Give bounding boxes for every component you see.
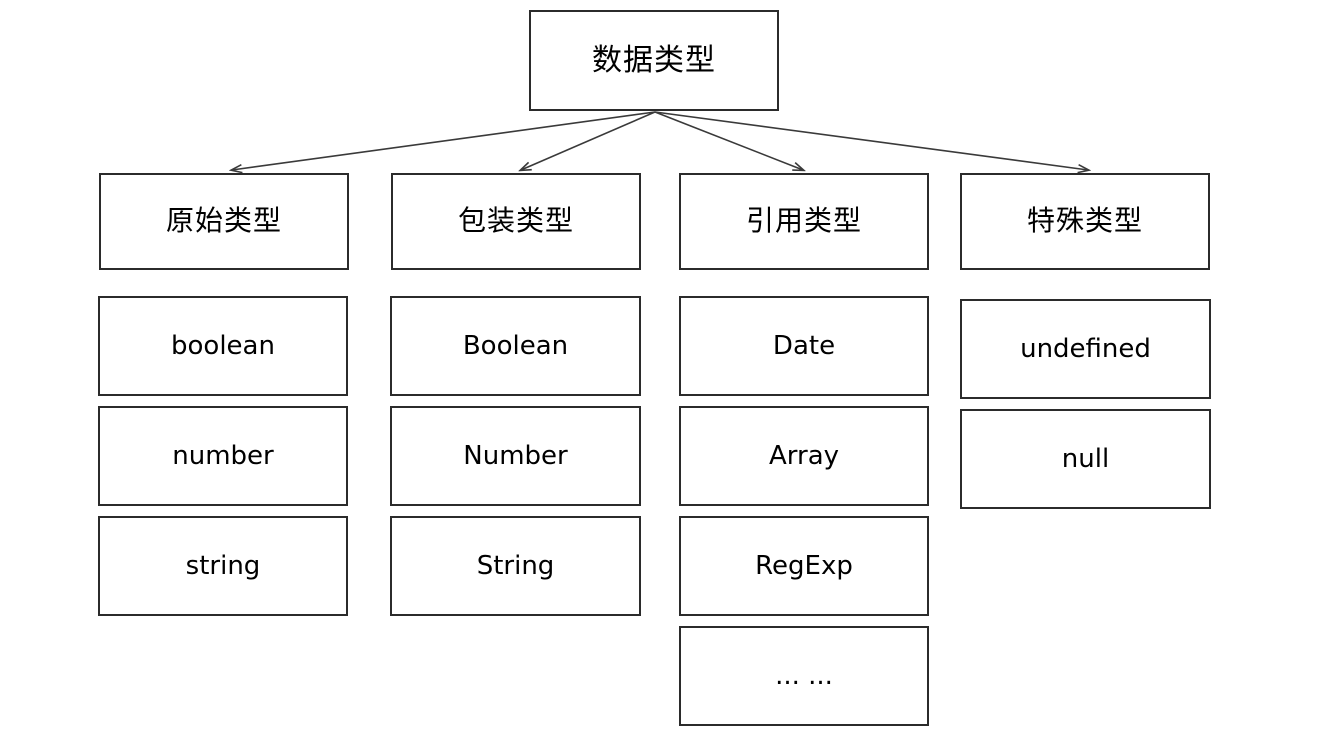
leaf-node-array[interactable]: Array — [679, 406, 929, 506]
leaf-node-number-wrapper[interactable]: Number — [390, 406, 641, 506]
leaf-node-null[interactable]: null — [960, 409, 1211, 509]
edge-root-to-wrapper — [521, 111, 656, 170]
edge-root-to-reference — [654, 111, 803, 170]
leaf-node-date[interactable]: Date — [679, 296, 929, 396]
leaf-node-string[interactable]: string — [98, 516, 348, 616]
root-node-data-types[interactable]: 数据类型 — [529, 10, 779, 111]
category-wrapper-types[interactable]: 包装类型 — [391, 173, 641, 270]
leaf-node-regexp[interactable]: RegExp — [679, 516, 929, 616]
leaf-node-boolean-wrapper[interactable]: Boolean — [390, 296, 641, 396]
leaf-node-number[interactable]: number — [98, 406, 348, 506]
leaf-node-boolean[interactable]: boolean — [98, 296, 348, 396]
leaf-node-ellipsis[interactable]: ... ... — [679, 626, 929, 726]
category-primitive-types[interactable]: 原始类型 — [99, 173, 349, 270]
category-special-types[interactable]: 特殊类型 — [960, 173, 1210, 270]
edge-root-to-special — [654, 111, 1088, 170]
edge-root-to-primitive — [232, 111, 656, 170]
category-reference-types[interactable]: 引用类型 — [679, 173, 929, 270]
leaf-node-string-wrapper[interactable]: String — [390, 516, 641, 616]
leaf-node-undefined[interactable]: undefined — [960, 299, 1211, 399]
